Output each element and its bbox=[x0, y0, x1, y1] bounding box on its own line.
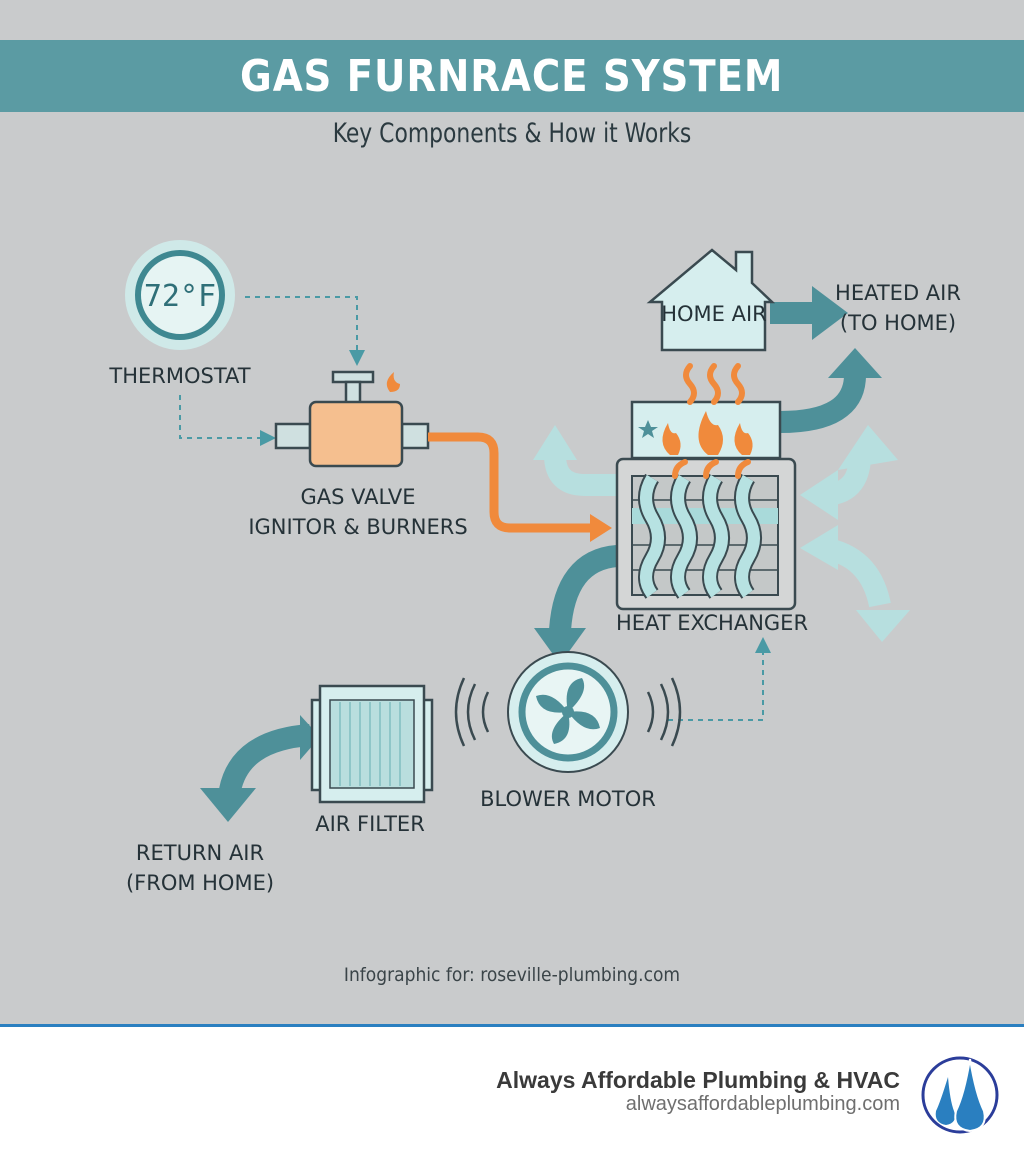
arrow-head bbox=[300, 715, 320, 760]
ignitor-burners-label: IGNITOR & BURNERS bbox=[248, 515, 467, 539]
company-name: Always Affordable Plumbing & HVAC bbox=[496, 1067, 900, 1093]
water-drops-logo-icon bbox=[921, 1056, 999, 1134]
gas-valve bbox=[274, 370, 430, 468]
company-website[interactable]: alwaysaffordableplumbing.com bbox=[625, 1093, 900, 1115]
control-lines bbox=[179, 296, 771, 721]
airflow-arrows-dark bbox=[219, 302, 866, 793]
brand-block: Always Affordable Plumbing & HVAC always… bbox=[496, 1067, 900, 1116]
air-filter-label: AIR FILTER bbox=[315, 812, 425, 836]
infographic-credit: Infographic for: roseville-plumbing.com bbox=[343, 964, 681, 986]
heated-air-label: HEATED AIR bbox=[835, 281, 961, 305]
to-home-label: (TO HOME) bbox=[840, 311, 956, 335]
blower-motor-label: BLOWER MOTOR bbox=[480, 787, 656, 811]
gas-line bbox=[428, 432, 592, 533]
arrow-head bbox=[800, 525, 838, 570]
thermostat: 72°F bbox=[125, 240, 235, 350]
arrow-head bbox=[200, 788, 256, 822]
from-home-label: (FROM HOME) bbox=[126, 871, 274, 895]
home-air-label: HOME AIR bbox=[661, 302, 767, 326]
fan-icon bbox=[536, 678, 600, 744]
air-filter bbox=[310, 684, 434, 804]
arrow-head bbox=[856, 610, 910, 642]
heat-exchanger bbox=[615, 363, 797, 611]
arrow-head bbox=[800, 470, 838, 520]
footer: Always Affordable Plumbing & HVAC always… bbox=[0, 1024, 1024, 1157]
home-icon bbox=[646, 248, 776, 352]
arrow-head bbox=[812, 286, 848, 340]
page-subtitle: Key Components & How it Works bbox=[332, 118, 692, 149]
flame-icon bbox=[386, 372, 400, 392]
star-icon bbox=[638, 420, 658, 438]
arrow-head bbox=[533, 425, 577, 460]
heat-waves bbox=[672, 363, 751, 479]
gas-arrow bbox=[590, 514, 612, 542]
gas-valve-label: GAS VALVE bbox=[300, 485, 415, 509]
burner-flames bbox=[662, 411, 753, 455]
heat-exchanger-label: HEAT EXCHANGER bbox=[616, 611, 808, 635]
return-air-label: RETURN AIR bbox=[136, 841, 264, 865]
blower-motor bbox=[454, 651, 682, 773]
title-banner: GAS FURNRACE SYSTEM bbox=[0, 40, 1024, 112]
arrow-head bbox=[838, 425, 898, 470]
page-title: GAS FURNRACE SYSTEM bbox=[240, 50, 784, 102]
thermostat-reading: 72°F bbox=[144, 279, 216, 314]
arrow-head bbox=[828, 348, 882, 378]
furnace-diagram: 72°F THERMOSTAT GAS VALVE IGNITOR & BURN… bbox=[108, 240, 961, 895]
arrow-head bbox=[534, 628, 586, 664]
thermostat-label: THERMOSTAT bbox=[108, 364, 250, 388]
